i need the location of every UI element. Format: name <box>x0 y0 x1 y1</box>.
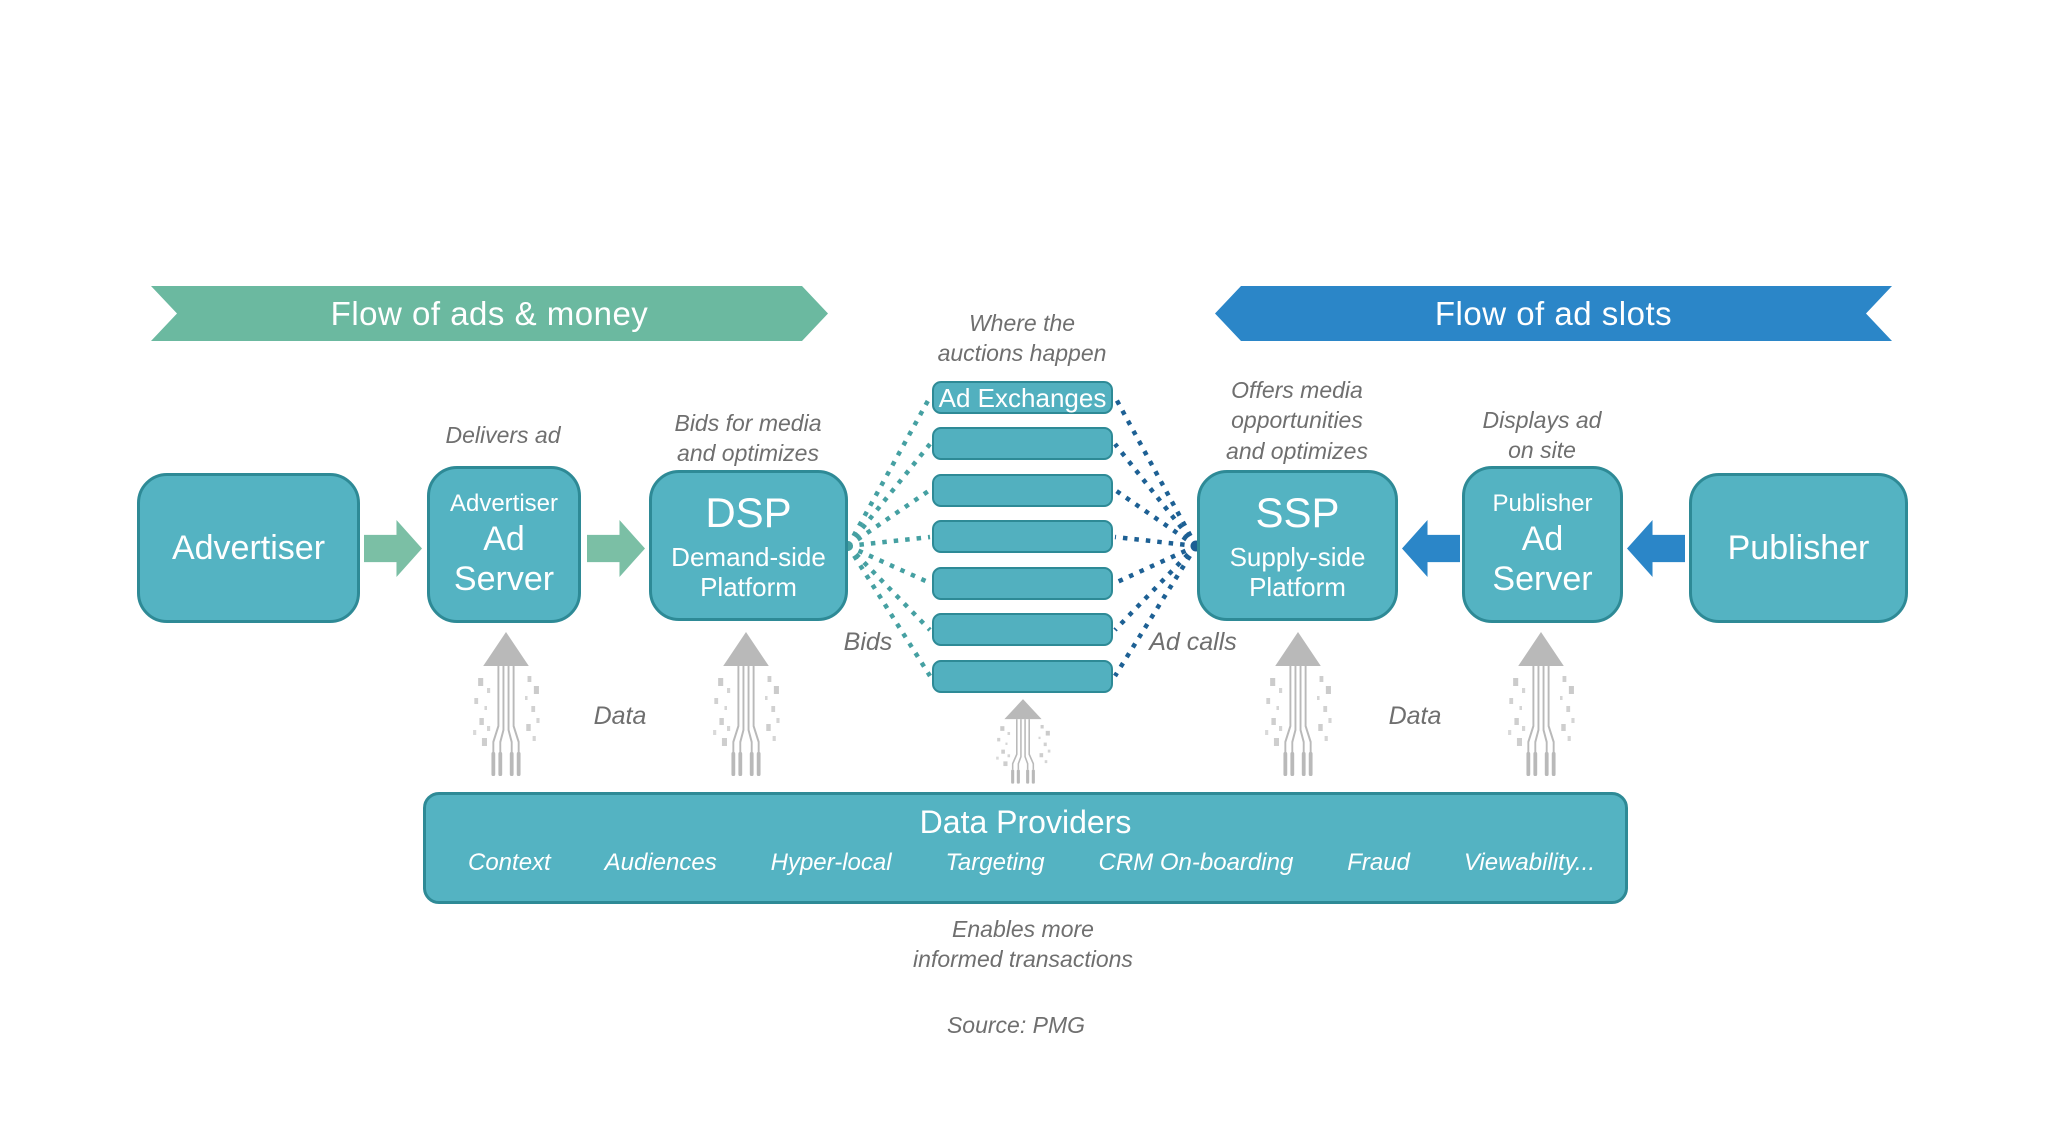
ad-call-lines <box>1113 395 1198 678</box>
caption-displays-ad: Displays ad on site <box>1442 405 1642 466</box>
caption-offers-media: Offers media opportunities and optimizes <box>1167 375 1427 466</box>
ad-exchanges-label: Ad Exchanges <box>938 382 1107 413</box>
dsp-node: DSP Demand-side Platform <box>649 470 848 621</box>
exchange-box-5 <box>932 567 1113 600</box>
flow-ad-slots-label: Flow of ad slots <box>1434 294 1673 332</box>
publisher-ad-server-line3: Server <box>1492 559 1593 598</box>
caption-where-auctions-line2: auctions happen <box>937 340 1107 367</box>
caption-offers-media-line1: Offers media <box>1231 377 1363 403</box>
caption-where-auctions-happen: Where the auctions happen <box>902 308 1142 369</box>
data-provider-item-viewability: Viewability... <box>1463 849 1595 876</box>
caption-offers-media-line3: and optimizes <box>1226 437 1368 464</box>
caption-delivers-ad: Delivers ad <box>445 422 561 448</box>
exchange-box-7 <box>932 660 1113 693</box>
data-arrow-to-ssp <box>1263 630 1334 778</box>
advertiser-ad-server-node: Advertiser Ad Server <box>427 466 581 623</box>
data-provider-item-targeting: Targeting <box>945 849 1045 876</box>
flow-ads-money-banner: Flow of ads & money <box>151 286 828 341</box>
ssp-node: SSP Supply-side Platform <box>1197 470 1398 621</box>
advertiser-label: Advertiser <box>171 528 326 567</box>
data-provider-item-fraud: Fraud <box>1347 849 1410 876</box>
caption-bids-for-media-line2: and optimizes <box>677 440 819 467</box>
advertiser-node: Advertiser <box>137 473 360 623</box>
caption-ad-calls: Ad calls <box>1149 628 1237 656</box>
exchange-box-4 <box>932 520 1113 553</box>
ssp-subtitle-1: Supply-side <box>1229 541 1366 572</box>
data-arrow-to-publisher-ad-server <box>1506 630 1577 778</box>
advertiser-ad-server-line2: Ad <box>483 519 525 558</box>
data-providers-title: Data Providers <box>919 804 1132 840</box>
caption-bids: Bids <box>843 628 893 656</box>
advertiser-ad-server-line3: Server <box>453 559 555 598</box>
data-arrow-to-exchanges <box>995 698 1052 785</box>
flow-ad-slots-banner: Flow of ad slots <box>1215 286 1892 341</box>
data-provider-item-audiences: Audiences <box>604 849 717 876</box>
dsp-subtitle-2: Platform <box>700 572 797 603</box>
publisher-node: Publisher <box>1689 473 1908 623</box>
data-provider-item-hyper-local: Hyper-local <box>770 849 892 876</box>
exchange-box-6 <box>932 613 1113 646</box>
caption-enables-line2: informed transactions <box>913 946 1133 973</box>
exchange-box-2 <box>932 427 1113 460</box>
data-provider-item-context: Context <box>468 849 551 876</box>
publisher-ad-server-line2: Ad <box>1521 519 1564 558</box>
data-providers-items: Context Audiences Hyper-local Targeting … <box>426 841 1625 877</box>
caption-enables-transactions: Enables more informed transactions <box>873 914 1173 975</box>
data-provider-item-crm-onboarding: CRM On-boarding <box>1098 849 1294 876</box>
caption-enables-line1: Enables more <box>952 916 1094 942</box>
dsp-acronym: DSP <box>705 489 792 537</box>
advertiser-ad-server-line1: Advertiser <box>449 490 559 518</box>
source-attribution: Source: PMG <box>946 1012 1086 1038</box>
publisher-label: Publisher <box>1727 528 1870 567</box>
ad-exchanges-box: Ad Exchanges <box>932 381 1113 414</box>
caption-data-left: Data <box>593 702 647 730</box>
data-providers-node: Data Providers Context Audiences Hyper-l… <box>423 792 1628 904</box>
caption-displays-ad-line2: on site <box>1508 437 1576 464</box>
ssp-acronym: SSP <box>1255 489 1340 537</box>
caption-offers-media-line2: opportunities <box>1231 407 1363 434</box>
data-arrow-to-advertiser-ad-server <box>471 630 542 778</box>
ssp-subtitle-2: Platform <box>1249 572 1346 603</box>
flow-ads-money-label: Flow of ads & money <box>330 294 649 332</box>
caption-where-auctions-line1: Where the <box>968 310 1076 336</box>
caption-bids-for-media-line1: Bids for media <box>674 410 822 436</box>
caption-displays-ad-line1: Displays ad <box>1482 407 1602 433</box>
exchange-box-3 <box>932 474 1113 507</box>
publisher-ad-server-line1: Publisher <box>1492 490 1593 518</box>
caption-data-right: Data <box>1388 702 1442 730</box>
publisher-ad-server-node: Publisher Ad Server <box>1462 466 1623 623</box>
data-arrow-to-dsp <box>711 630 782 778</box>
bid-lines <box>846 395 932 678</box>
caption-bids-for-media: Bids for media and optimizes <box>628 408 868 469</box>
dsp-subtitle-1: Demand-side <box>671 541 826 572</box>
